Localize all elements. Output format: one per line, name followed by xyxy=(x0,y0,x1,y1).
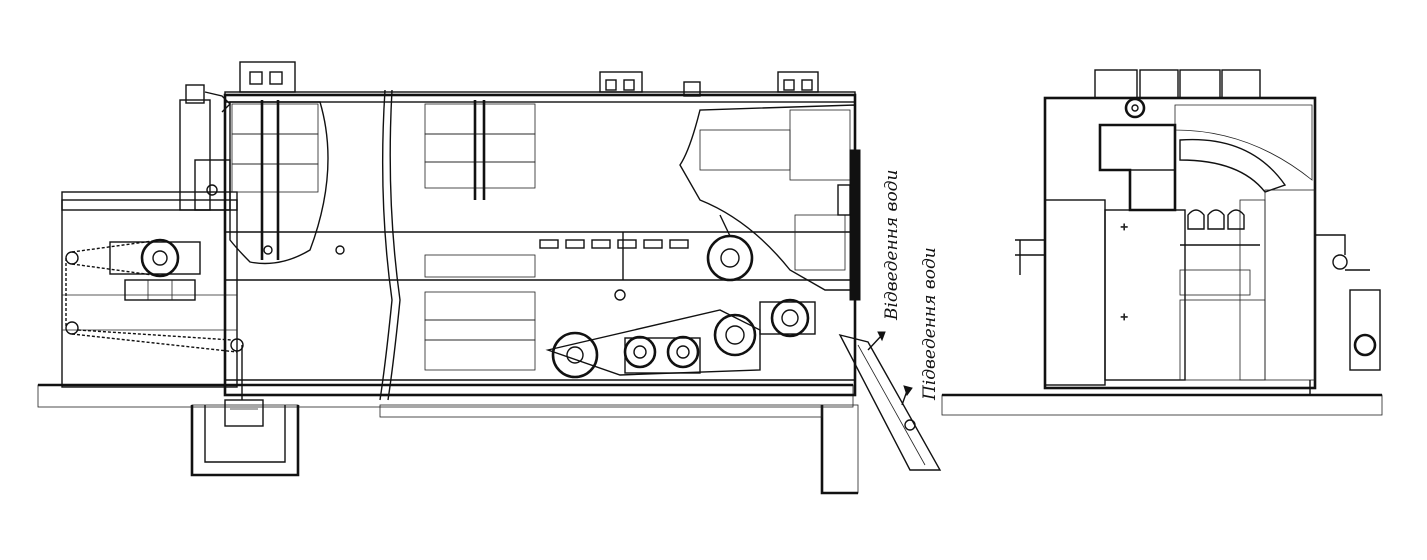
roof-clamps xyxy=(239,61,819,97)
ground-left xyxy=(37,383,859,495)
water-outlet-label: Відведення води xyxy=(882,170,902,321)
water-chute xyxy=(838,331,942,471)
main-drive-gear xyxy=(545,298,816,379)
water-inlet-label: Підведення води xyxy=(920,247,940,401)
svg-text:+: + xyxy=(1120,222,1128,233)
heater-elements xyxy=(1180,209,1260,246)
furnace-side-section xyxy=(61,61,942,471)
furnace-cross-section: + + xyxy=(941,69,1383,416)
roller-row xyxy=(263,232,689,301)
svg-text:+: + xyxy=(1120,312,1128,323)
chain-drive xyxy=(65,238,244,400)
loading-column xyxy=(179,84,231,211)
